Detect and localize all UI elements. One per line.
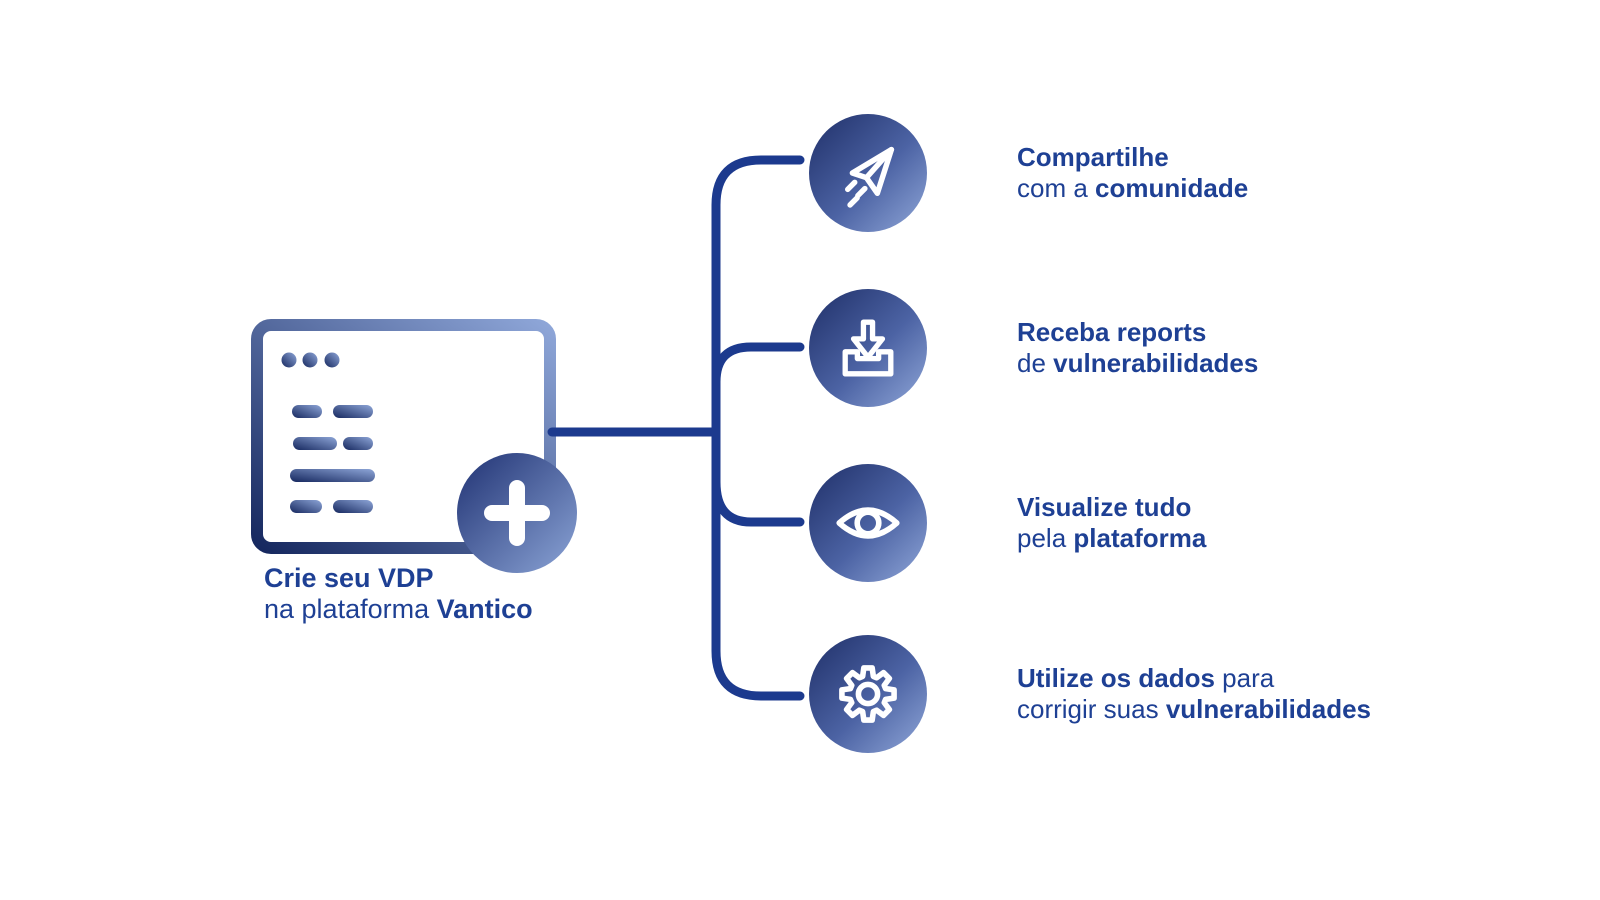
window-content-lines [290,405,375,513]
item-circle [809,114,927,232]
item-circle [809,464,927,582]
download-tray-icon [842,319,894,377]
connector-branch-3 [711,477,805,527]
browser-window [251,319,556,554]
gear-icon [839,665,897,723]
eye-icon [836,507,900,539]
connector-branch-2 [711,342,805,387]
paper-plane-icon [844,146,895,208]
browser-window-plus-icon [251,319,577,573]
window-dots [281,352,340,368]
item-circle [809,635,927,753]
item-circle [809,289,927,407]
plus-button-icon [457,453,577,573]
connector-lines [547,155,805,701]
connector-spine [711,155,805,701]
